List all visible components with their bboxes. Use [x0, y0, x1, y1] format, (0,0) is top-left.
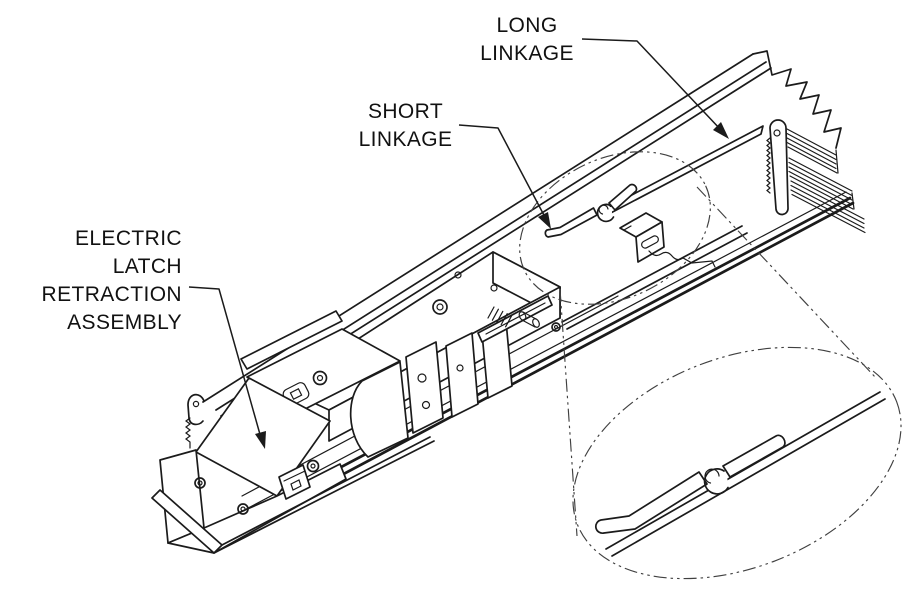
detail-view-bubble	[572, 346, 902, 580]
small-screw	[551, 322, 561, 332]
case-screw	[237, 503, 249, 515]
spring-coil	[487, 306, 513, 328]
long-linkage-arrowhead	[713, 122, 729, 139]
latch-assembly-arrowhead	[255, 431, 266, 449]
long-linkage-loop	[596, 203, 615, 223]
detail-callout-source-circle	[519, 151, 711, 305]
detail-long-linkage-tail	[722, 434, 786, 478]
case-screw	[306, 459, 320, 473]
detail-projection-lines	[559, 186, 877, 537]
short-linkage-label: SHORT LINKAGE	[358, 100, 453, 151]
slider-assembly	[477, 295, 561, 343]
motor-block	[349, 320, 513, 458]
channel-break-serrations	[752, 50, 866, 234]
plate-hole	[490, 284, 498, 292]
short-linkage-rod	[544, 207, 598, 238]
channel-cross-section-profile	[766, 119, 789, 216]
bracket-slot	[641, 235, 659, 249]
long-linkage-leader	[581, 38, 729, 139]
slider-pin	[518, 311, 540, 328]
detail-linkage-loop	[703, 468, 729, 495]
motor-bracket-plate	[405, 341, 444, 434]
long-linkage-rod	[596, 125, 764, 223]
detail-long-linkage-rod	[605, 391, 886, 557]
case-screw	[194, 477, 206, 489]
detail-view-ellipse	[572, 346, 902, 580]
linkage-bracket	[619, 212, 716, 268]
bracket-screw	[312, 370, 328, 386]
long-linkage-hook-tail	[608, 183, 638, 211]
latch-assembly-leader	[188, 286, 266, 449]
connector-wire	[648, 250, 716, 268]
channel-left-end-cap	[185, 393, 205, 449]
plate-screw	[432, 299, 448, 315]
plate-hole	[454, 271, 462, 279]
electric-latch-retraction-assembly-label: ELECTRIC LATCH RETRACTION ASSEMBLY	[41, 227, 182, 334]
short-linkage-arrowhead	[538, 212, 551, 229]
long-linkage-label: LONG LINKAGE	[480, 14, 574, 65]
detail-short-linkage-hook	[595, 471, 708, 534]
short-linkage-leader	[458, 124, 551, 229]
wire-clip	[278, 464, 311, 500]
